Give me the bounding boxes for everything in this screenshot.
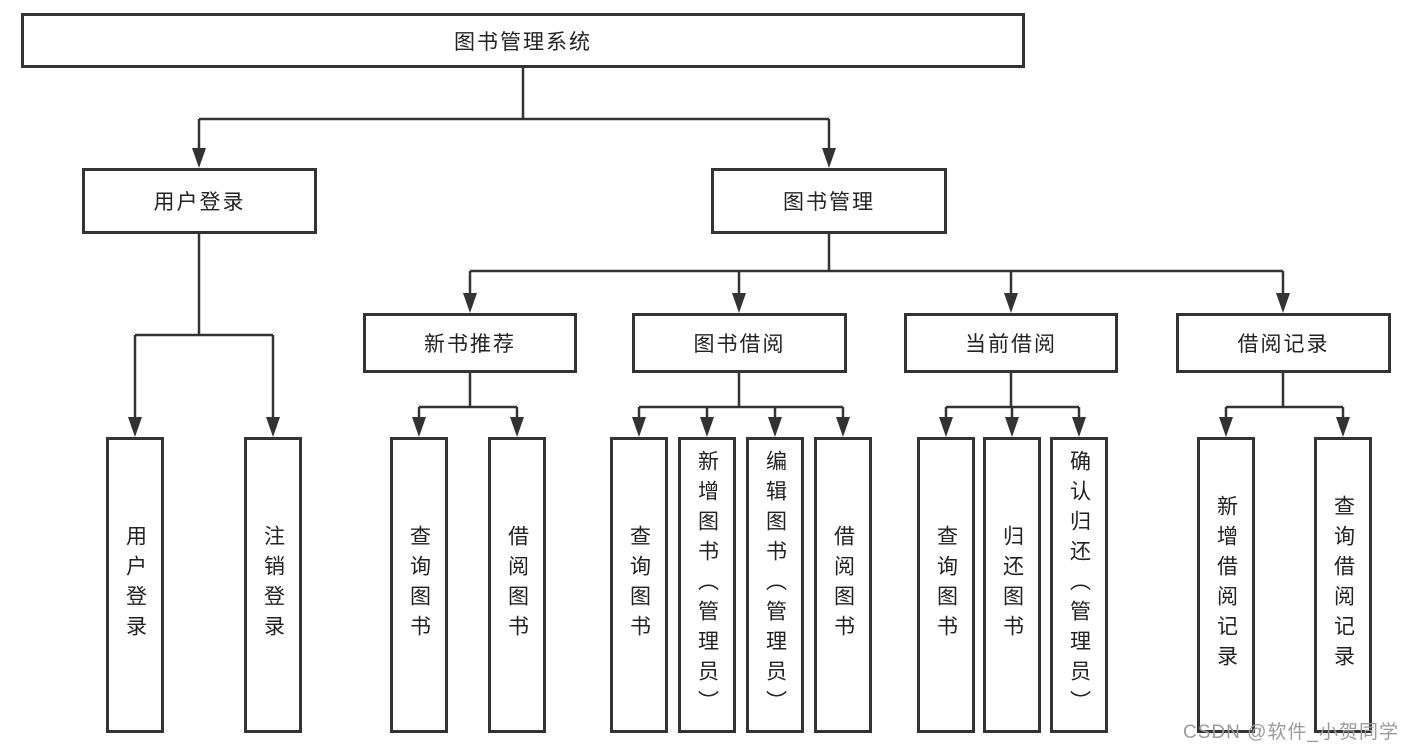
node-label: 借阅图书 — [505, 525, 529, 645]
leaf-query-borrow-record: 查询借阅记录 — [1314, 437, 1372, 733]
node-label: 用户登录 — [153, 191, 246, 214]
node-label: 借阅图书 — [831, 525, 855, 645]
leaf-borrow-books-recommend: 借阅图书 — [488, 437, 546, 733]
node-label: 注销登录 — [261, 525, 285, 645]
leaf-user-login: 用户登录 — [106, 437, 164, 733]
node-label: 新书推荐 — [424, 333, 516, 356]
node-book-borrow: 图书借阅 — [632, 313, 847, 373]
node-label: 新增图书（管理员） — [695, 450, 719, 720]
leaf-add-borrow-record: 新增借阅记录 — [1197, 437, 1255, 733]
node-library-management-system: 图书管理系统 — [21, 13, 1025, 68]
node-label: 查询图书 — [934, 525, 958, 645]
leaf-query-books-recommend: 查询图书 — [390, 437, 448, 733]
node-label: 查询图书 — [407, 525, 431, 645]
node-label: 确认归还（管理员） — [1067, 450, 1091, 720]
leaf-confirm-return-admin: 确认归还（管理员） — [1050, 437, 1108, 733]
node-label: 编辑图书（管理员） — [763, 450, 787, 720]
node-borrow-records: 借阅记录 — [1176, 313, 1391, 373]
csdn-watermark: CSDN @软件_小贺同学 — [1183, 722, 1399, 743]
node-label: 图书管理 — [783, 191, 875, 214]
node-label: 图书借阅 — [693, 333, 786, 356]
node-label: 借阅记录 — [1237, 333, 1330, 356]
node-user-login: 用户登录 — [82, 168, 317, 234]
node-book-management: 图书管理 — [711, 168, 947, 234]
node-label: 用户登录 — [123, 525, 147, 645]
leaf-logout: 注销登录 — [244, 437, 302, 733]
leaf-query-books-current: 查询图书 — [917, 437, 975, 733]
node-label: 图书管理系统 — [454, 30, 592, 54]
node-label: 归还图书 — [1000, 525, 1024, 645]
leaf-edit-books-admin: 编辑图书（管理员） — [746, 437, 804, 733]
node-current-borrow: 当前借阅 — [904, 313, 1118, 373]
leaf-query-books-borrow: 查询图书 — [610, 437, 668, 733]
node-label: 新增借阅记录 — [1214, 495, 1238, 675]
node-label: 查询图书 — [627, 525, 651, 645]
node-new-book-recommend: 新书推荐 — [363, 313, 577, 373]
node-label: 查询借阅记录 — [1331, 495, 1355, 675]
leaf-add-books-admin: 新增图书（管理员） — [678, 437, 736, 733]
leaf-borrow-books: 借阅图书 — [814, 437, 872, 733]
leaf-return-books: 归还图书 — [983, 437, 1041, 733]
node-label: 当前借阅 — [965, 333, 1057, 356]
